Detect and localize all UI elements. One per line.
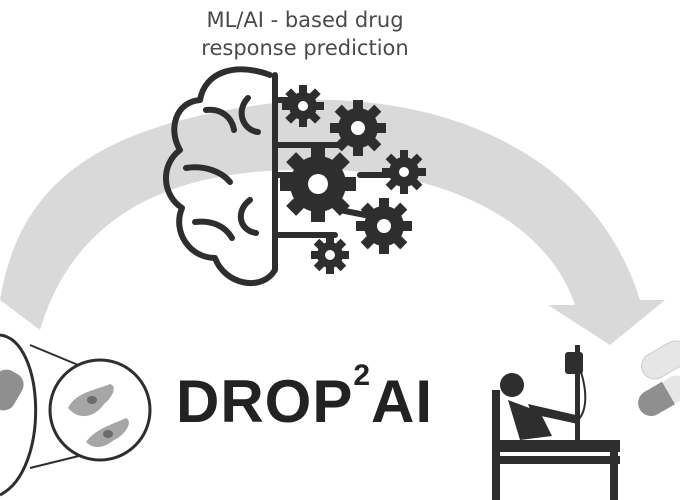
hospital-patient-icon bbox=[492, 345, 620, 500]
logo-text-a: DROP bbox=[176, 368, 354, 435]
logo-text-b: AI bbox=[371, 368, 434, 435]
brain-gears-icon bbox=[163, 66, 393, 287]
curved-arrow bbox=[0, 99, 665, 345]
gear-icon bbox=[356, 198, 412, 254]
pills-icon bbox=[638, 340, 680, 416]
gear-icon bbox=[311, 236, 349, 274]
drop2ai-logo: DROP2AI bbox=[176, 359, 434, 442]
gear-icon bbox=[330, 100, 386, 156]
caption-line-2: response prediction bbox=[201, 36, 409, 60]
diagram-caption: ML/AI - based drug response prediction bbox=[160, 6, 450, 62]
gear-icon bbox=[382, 150, 426, 194]
cell-culture-icon bbox=[0, 333, 152, 497]
logo-superscript: 2 bbox=[353, 359, 372, 392]
gear-icon bbox=[282, 85, 324, 127]
caption-line-1: ML/AI - based drug bbox=[206, 8, 404, 32]
gear-icon bbox=[280, 146, 356, 222]
